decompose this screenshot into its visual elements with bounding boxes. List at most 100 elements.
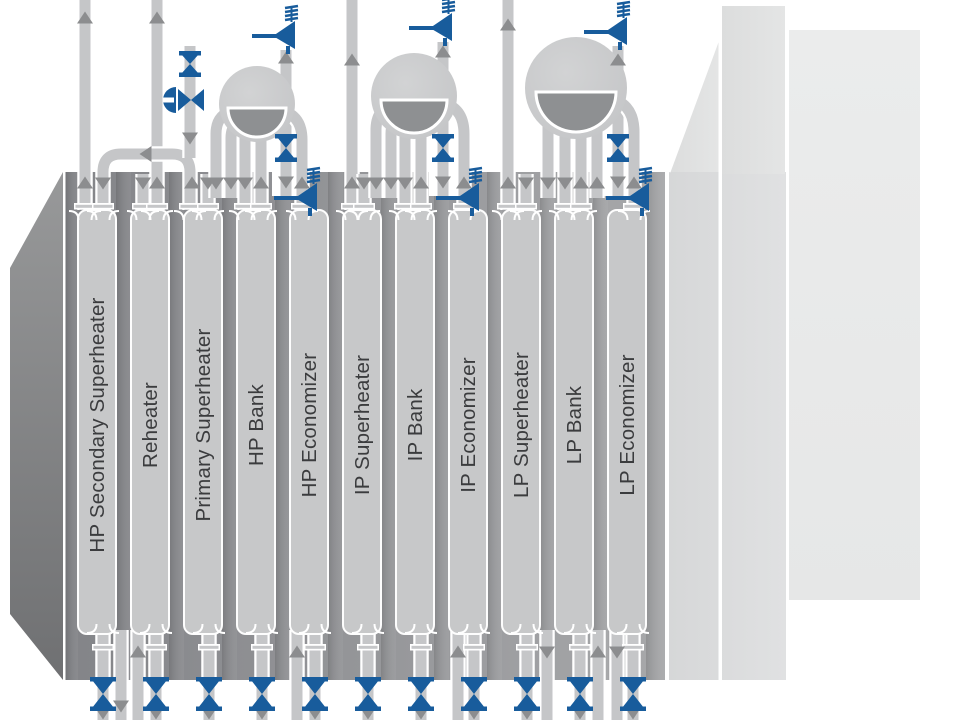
panel-reheater <box>130 209 170 635</box>
flow-arrow-icon <box>113 700 129 713</box>
flow-arrow-icon <box>540 177 556 190</box>
panel-shoulder <box>139 623 151 634</box>
panel-shoulder <box>447 210 459 221</box>
safety-relief-valve-icon <box>274 166 321 216</box>
flow-arrow-icon <box>609 646 625 659</box>
panel-labels: HP Secondary Superheater Reheater Primary … <box>86 297 639 552</box>
flow-arrow-icon <box>149 176 165 189</box>
flow-arrow-icon <box>223 177 239 190</box>
drum-water-level <box>226 106 288 139</box>
ip-steam-drum <box>371 53 457 139</box>
flow-arrow-icon <box>208 177 224 190</box>
hourglass-valve-icon <box>179 51 201 77</box>
pipe-flange-core <box>555 204 575 208</box>
panel-shoulder <box>491 210 503 221</box>
flow-arrow-icon <box>383 177 399 190</box>
pipe-flange-core <box>517 645 537 649</box>
pipe-flange-core <box>251 204 271 208</box>
panel-label: LP Superheater <box>510 352 533 498</box>
flow-arrow-icon <box>397 177 413 190</box>
panel-label: IP Superheater <box>351 355 374 495</box>
drum-water-level <box>534 90 618 134</box>
pipe-flange-core <box>464 645 484 649</box>
pipe-flange-core <box>516 204 536 208</box>
steam-drums <box>219 37 627 142</box>
pipe-flange-core <box>180 204 200 208</box>
heat-exchanger-panels <box>77 209 647 635</box>
stack <box>722 6 785 174</box>
pipe-flange-core <box>146 645 166 649</box>
panel-shoulder <box>266 210 278 221</box>
flow-arrow-icon <box>130 645 146 658</box>
flow-arrow-icon <box>344 53 360 66</box>
control-valve-icon <box>163 87 204 113</box>
panel-gap-shading <box>593 172 608 680</box>
flow-arrow-icon <box>149 11 165 24</box>
pipe-flange-core <box>93 645 113 649</box>
hourglass-valve-icon <box>302 677 328 711</box>
hourglass-valve-icon <box>355 677 381 711</box>
pipe-flange-core <box>395 204 415 208</box>
pipe-flange-core <box>305 645 325 649</box>
hourglass-valve-icon <box>461 677 487 711</box>
flow-arrow-icon <box>182 132 198 145</box>
panel-shoulder <box>426 623 438 634</box>
flow-arrow-icon <box>557 177 573 190</box>
panel-shoulder <box>228 210 240 221</box>
panel-label: LP Economizer <box>616 354 639 495</box>
panel-shoulder <box>388 210 400 221</box>
flow-arrow-icon <box>77 11 93 24</box>
safety-relief-valve-icon <box>606 166 653 216</box>
lp-steam-drum <box>525 37 627 139</box>
panel-ip-superheater <box>342 209 382 635</box>
hourglass-valve-icon <box>620 677 646 711</box>
flow-arrow-icon <box>237 177 253 190</box>
panel-shoulder <box>245 623 257 634</box>
panel-label: Primary Superheater <box>192 329 215 522</box>
stack-separator-line <box>718 6 722 680</box>
panel-shoulder <box>531 210 543 221</box>
pipe-flange-core <box>199 645 219 649</box>
flow-arrow-icon <box>135 177 151 190</box>
panel-label: LP Bank <box>563 385 586 464</box>
flow-arrow-icon <box>500 18 516 31</box>
panel-shoulder <box>140 210 152 221</box>
stack-far-band <box>789 30 920 600</box>
panel-hp-secondary-superheater <box>77 209 117 635</box>
panel-shoulder <box>509 210 521 221</box>
flanges-and-shoulders <box>68 203 651 651</box>
flow-arrow-icon <box>518 177 534 190</box>
pipe-flange-core <box>570 645 590 649</box>
pipe-flange-core <box>133 204 153 208</box>
pipe-flange-core <box>624 204 644 208</box>
pipe-flange-core <box>454 204 474 208</box>
pipe-flange-core <box>75 204 95 208</box>
wedge-edge-line <box>667 37 720 173</box>
hourglass-valve-icon <box>143 677 169 711</box>
panel-shoulder <box>373 623 385 634</box>
flow-arrow-icon <box>278 51 294 64</box>
panel-shoulder <box>369 210 381 221</box>
panel-lp-bank <box>554 209 594 635</box>
panel-gap-shading <box>381 172 396 680</box>
panel-shoulder <box>320 623 332 634</box>
safety-relief-valve-icon <box>409 0 456 46</box>
flow-arrow-icon <box>589 176 605 189</box>
hourglass-valve-icon <box>607 134 629 162</box>
outlet-duct <box>669 172 786 680</box>
hourglass-valve-icon <box>408 677 434 711</box>
pipe-flange-core <box>252 645 272 649</box>
panel-shoulder <box>617 210 629 221</box>
panel-label: Reheater <box>139 382 162 468</box>
panel-gap-shading <box>169 172 184 680</box>
panel-shoulder <box>192 623 204 634</box>
panel-gap-shading <box>434 172 449 680</box>
flow-arrow-icon <box>278 176 294 189</box>
panel-lp-superheater <box>501 209 541 635</box>
panel-label: HP Bank <box>245 383 268 465</box>
panel-shoulder <box>357 210 369 221</box>
panel-shoulder <box>586 210 598 221</box>
panel-label: HP Secondary Superheater <box>86 297 109 552</box>
